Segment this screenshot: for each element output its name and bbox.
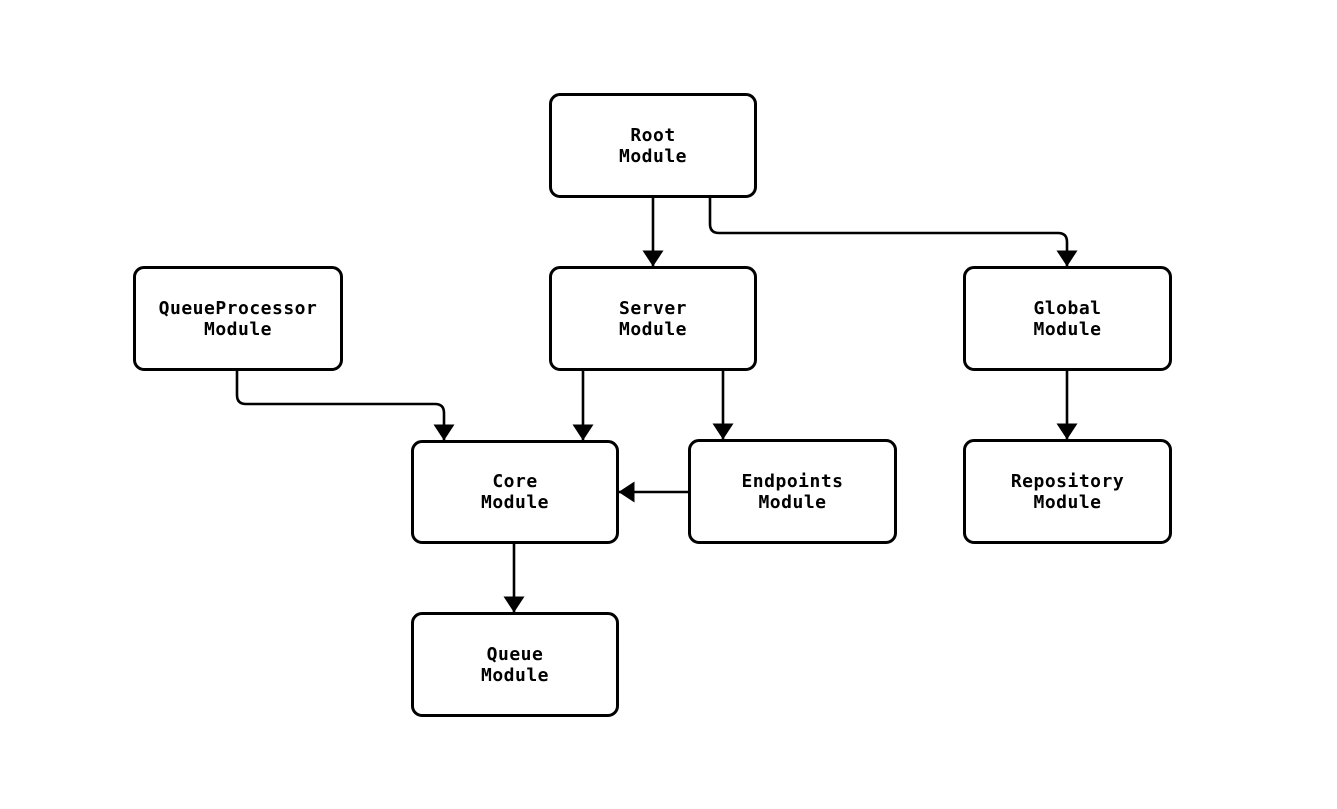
node-label-line: Module [1033,318,1102,340]
node-label-line: Queue [486,643,544,665]
node-label-line: Repository [1010,470,1125,492]
node-label-line: Endpoints [741,470,844,492]
node-label-line: Module [618,318,688,340]
node-label-line: Module [203,318,273,340]
node-label-line: Server [618,297,688,319]
node-label-line: Core [492,471,538,492]
node-label-line: Module [758,491,827,513]
node-label-line: Module [618,145,688,167]
node-label-line: Module [480,664,550,686]
node-label-line: Global [1033,297,1102,319]
node-label-line: QueueProcessor [158,297,318,319]
node-label-line: Module [480,492,550,513]
edge-queue-processor-to-core [235,371,455,441]
node-label-line: Root [630,124,676,146]
node-label-line: Module [1033,491,1102,513]
edge-root-to-global [708,198,1078,267]
